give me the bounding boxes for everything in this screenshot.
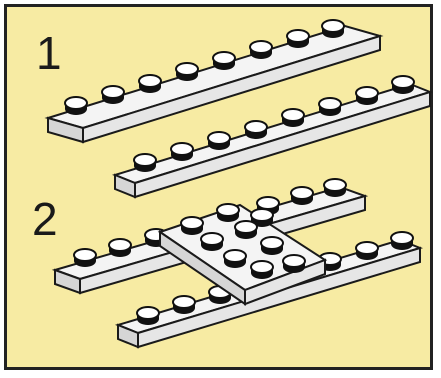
step-number-2: 2 xyxy=(32,196,58,242)
step-number-1: 1 xyxy=(36,30,62,76)
